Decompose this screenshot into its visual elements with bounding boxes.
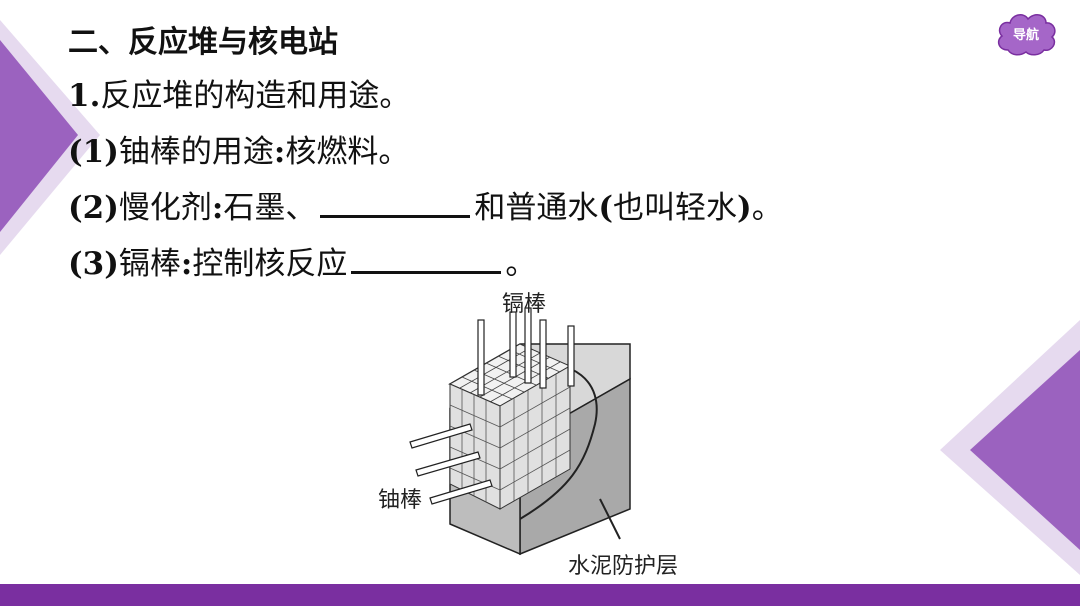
item-1-3-term: 镉棒 — [118, 246, 181, 282]
item-1-2-term: 慢化剂 — [118, 190, 212, 226]
reactor-structure-illustration — [409, 307, 631, 556]
item-1-3-colon: : — [180, 246, 193, 282]
item-1-3-number: (3) — [68, 246, 119, 282]
item-1-1-desc: 核燃料。 — [285, 134, 410, 170]
item-1-text: 反应堆的构造和用途。 — [100, 78, 411, 114]
item-1-1-term: 铀棒的用途 — [118, 134, 274, 170]
left-triangle-decoration — [0, 20, 100, 255]
item-1-2-desc-d: 。 — [751, 190, 783, 226]
item-1-2-desc-c: 也叫轻水 — [613, 190, 738, 226]
item-1-1-colon: : — [273, 134, 286, 170]
nav-label: 导航 — [1012, 28, 1039, 43]
item-1-2-desc-b: 和普通水 — [474, 190, 599, 226]
item-1-2: (2)慢化剂:石墨、 和普通水(也叫轻水)。 — [68, 180, 948, 236]
fill-in-blank-2[interactable] — [351, 241, 502, 274]
item-1-1-number: (1) — [68, 134, 119, 170]
section-heading: 二、反应堆与核电站 — [68, 25, 338, 60]
uranium-rod-label: 铀棒 — [378, 488, 423, 513]
cadmium-rod-label: 镉棒 — [502, 292, 547, 317]
item-1-1: (1)铀棒的用途:核燃料。 — [68, 124, 948, 180]
nav-button[interactable]: 导航 — [994, 10, 1058, 58]
cement-shield-label: 水泥防护层 — [568, 554, 679, 579]
cloud-icon — [997, 14, 1056, 56]
slide-content: 二、反应堆与核电站 1.反应堆的构造和用途。 (1)铀棒的用途:核燃料。 (2)… — [68, 18, 948, 292]
item-1: 1.反应堆的构造和用途。 — [68, 68, 948, 124]
bottom-bar — [0, 584, 1080, 606]
right-triangle-decoration — [940, 320, 1080, 575]
fill-in-blank-1[interactable] — [320, 185, 471, 218]
item-1-2-colon: : — [211, 190, 224, 226]
item-1-2-paren-close: ) — [737, 190, 752, 226]
item-1-2-desc-a: 石墨、 — [223, 190, 317, 226]
item-1-2-paren-open: ( — [598, 190, 614, 226]
item-1-3: (3)镉棒:控制核反应 。 — [68, 236, 948, 292]
reactor-diagram: 镉棒 铀棒 水泥防护层 — [370, 284, 710, 580]
item-1-3-desc: 控制核反应 — [192, 246, 348, 282]
item-1-3-end: 。 — [505, 246, 537, 282]
item-1-number: 1. — [68, 78, 101, 114]
item-1-2-number: (2) — [68, 190, 119, 226]
